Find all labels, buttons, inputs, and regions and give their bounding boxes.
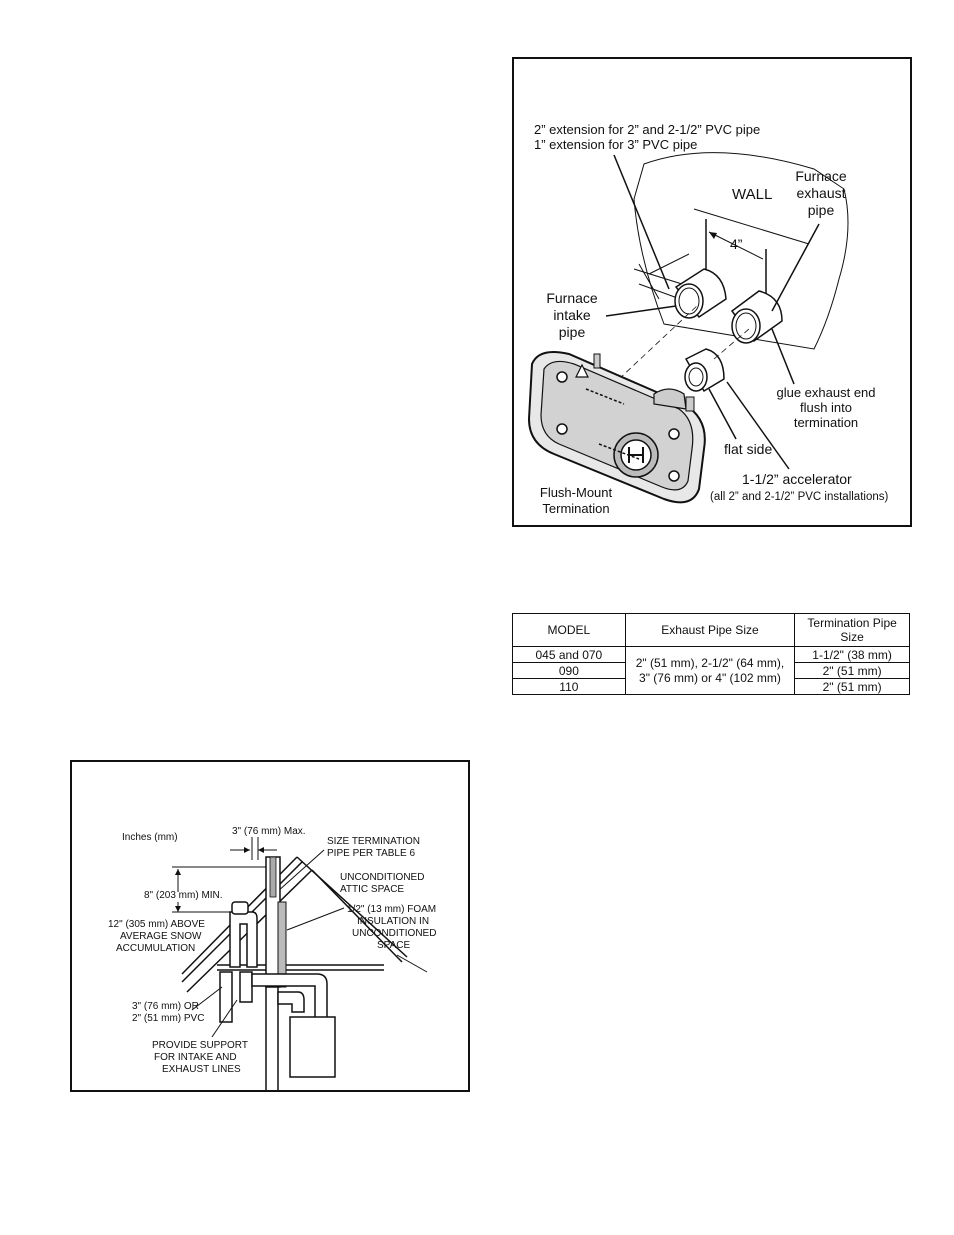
model-cell: 045 and 070	[512, 646, 626, 663]
attic-label-1: UNCONDITIONED	[340, 872, 424, 883]
wall-outline	[633, 152, 849, 350]
furnace	[289, 1016, 336, 1078]
table-header-row: MODEL Exhaust Pipe Size Termination Pipe…	[512, 613, 910, 647]
pvc-label-1: 3" (76 mm) OR	[132, 1001, 199, 1012]
flat-side-label: flat side	[724, 441, 772, 457]
exhaust-label-2: exhaust	[796, 185, 845, 201]
glue-label-3: termination	[794, 415, 858, 430]
flush-mount-figure: WALL 2” extension for 2” and 2-1/2” PVC …	[512, 57, 912, 527]
termination-cell: 1-1/2" (38 mm)	[794, 646, 910, 663]
glue-label-2: flush into	[800, 400, 852, 415]
attic-drawing: Inches (mm) 3" (76 mm) Max. SIZE TERMINA…	[108, 826, 436, 1093]
extension-note-2: 1” extension for 3” PVC pipe	[534, 137, 697, 152]
header-termination-size: Termination Pipe Size	[794, 613, 910, 647]
accelerator	[684, 348, 725, 393]
exhaust-termination-pipe	[265, 856, 287, 988]
exhaust-size-cell: 2" (51 mm), 2-1/2" (64 mm), 3" (76 mm) o…	[624, 646, 796, 695]
model-cell: 110	[512, 678, 626, 695]
units-label: Inches (mm)	[122, 832, 178, 843]
glue-label-1: glue exhaust end	[776, 385, 875, 400]
exhaust-size-line-1: 2" (51 mm), 2-1/2" (64 mm),	[635, 655, 785, 670]
support-label-1: PROVIDE SUPPORT	[152, 1040, 248, 1051]
table-row: 045 and 070 2" (51 mm), 2-1/2" (64 mm), …	[512, 646, 910, 695]
header-exhaust-size: Exhaust Pipe Size	[624, 613, 796, 647]
insulation-label-3: UNCONDITIONED	[352, 928, 436, 939]
insulation-label-1: 1/2" (13 mm) FOAM	[347, 904, 436, 915]
exhaust-pipe	[730, 290, 783, 344]
termination-pipe-table: MODEL Exhaust Pipe Size Termination Pipe…	[512, 613, 910, 695]
flush-mount-drawing: WALL 2” extension for 2” and 2-1/2” PVC …	[527, 122, 888, 516]
header-model: MODEL	[512, 613, 626, 647]
attic-termination-figure: Inches (mm) 3" (76 mm) Max. SIZE TERMINA…	[70, 760, 470, 1093]
termination-plate	[527, 351, 706, 504]
snow-label-1: 12" (305 mm) ABOVE	[108, 919, 205, 930]
termination-label-1: Flush-Mount	[540, 485, 613, 500]
intake-label-2: intake	[553, 307, 591, 323]
intake-pipe	[674, 268, 727, 319]
model-cell: 090	[512, 662, 626, 679]
accelerator-label: 1-1/2” accelerator	[742, 471, 852, 487]
pvc-label-2: 2" (51 mm) PVC	[132, 1013, 204, 1024]
snow-label-3: ACCUMULATION	[116, 943, 195, 954]
termination-cell: 2" (51 mm)	[794, 678, 910, 695]
support-label-3: EXHAUST LINES	[162, 1064, 241, 1075]
extension-note-1: 2” extension for 2” and 2-1/2” PVC pipe	[534, 122, 760, 137]
wall-label: WALL	[732, 186, 772, 203]
table-row: 090 2" (51 mm)	[512, 662, 910, 679]
min-label: 8" (203 mm) MIN.	[144, 890, 223, 901]
pipe-size-table: MODEL Exhaust Pipe Size Termination Pipe…	[512, 613, 910, 695]
header-termination-text: Termination Pipe Size	[807, 616, 897, 644]
termination-cell: 2" (51 mm)	[794, 662, 910, 679]
insulation-label-4: SPACE	[377, 940, 410, 951]
intake-label-1: Furnace	[546, 290, 598, 306]
table-row: 110 2" (51 mm)	[512, 678, 910, 695]
termination-label-2: Termination	[542, 501, 609, 516]
exhaust-size-line-2: 3" (76 mm) or 4" (102 mm)	[639, 670, 781, 685]
size-label-1: SIZE TERMINATION	[327, 836, 420, 847]
accelerator-note: (all 2” and 2-1/2” PVC installations)	[710, 491, 888, 503]
intake-label-3: pipe	[559, 324, 586, 340]
size-label-2: PIPE PER TABLE 6	[327, 848, 415, 859]
snow-label-2: AVERAGE SNOW	[120, 931, 202, 942]
exhaust-label-3: pipe	[808, 202, 835, 218]
max-label: 3" (76 mm) Max.	[232, 826, 306, 837]
insulation-label-2: INSULATION IN	[357, 916, 429, 927]
intake-pipe-assembly	[229, 901, 258, 968]
exhaust-label-1: Furnace	[795, 168, 847, 184]
spacing-label: 4”	[730, 236, 743, 252]
support-label-2: FOR INTAKE AND	[154, 1052, 237, 1063]
attic-label-2: ATTIC SPACE	[340, 884, 404, 895]
